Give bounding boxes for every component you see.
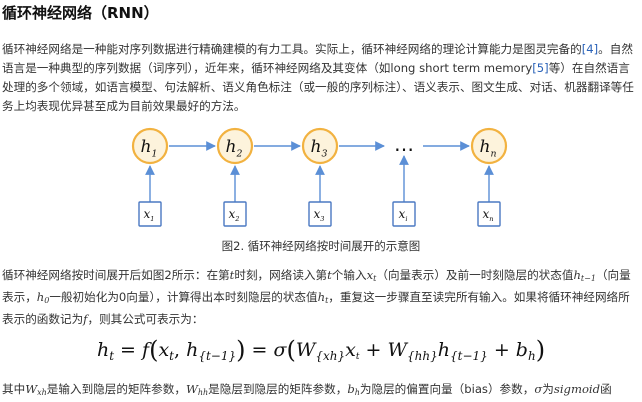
- input-box: [223, 201, 247, 227]
- ellipsis: …: [394, 132, 414, 156]
- sigmoid-var: sigmoid: [553, 382, 601, 396]
- hidden-state-label: h3: [311, 137, 328, 159]
- figure-caption: 图2. 循环神经网络按时间展开的示意图: [221, 239, 421, 253]
- input-label: x1: [144, 207, 155, 223]
- intro-text-b: 。自然语言是一种典型的序列数据（词序列），近年来，循环神经网络及其变体（如lon…: [2, 42, 633, 75]
- input-box: [138, 201, 162, 227]
- hidden-state-node: [131, 127, 169, 165]
- ht-prev-var: ht−1: [573, 268, 596, 283]
- p3-text-f: 函: [600, 382, 612, 396]
- intro-paragraph: 循环神经网络是一种能对序列数据进行精确建模的有力工具。实际上，循环神经网络的理论…: [2, 40, 638, 116]
- h0-var: h0: [36, 290, 50, 305]
- wxh-var: Wxh: [25, 382, 47, 397]
- diagram-nodes: h1 h2 h3 hn … x1 x2 x3 xi xn: [131, 127, 508, 227]
- p3-text-d: 为隐层的偏置向量（bias）参数，: [359, 382, 535, 396]
- input-box: [392, 201, 416, 227]
- input-box: [477, 201, 501, 227]
- bh-var: bh: [347, 382, 360, 397]
- p2-text-f: 一般初始化为0向量），计算得出本时刻隐层的状态值: [49, 290, 318, 304]
- input-label: x3: [314, 207, 325, 223]
- input-arrows: [145, 155, 494, 202]
- sigma-var: σ: [534, 382, 543, 396]
- input-label: xi: [399, 207, 408, 223]
- reference-link-5[interactable]: [5]: [532, 61, 549, 75]
- ht-var: ht: [317, 290, 329, 305]
- intro-text-a: 循环神经网络是一种能对序列数据进行精确建模的有力工具。实际上，循环神经网络的理论…: [2, 42, 582, 56]
- input-label: xn: [482, 207, 493, 223]
- input-box: [308, 201, 332, 227]
- p2-text-a: 循环神经网络按时间展开后如图2所示：在第: [2, 268, 230, 282]
- xt-var: xt: [366, 268, 377, 283]
- p2-text-g: ，重复这一步骤直至读完所有输入。如果将循环神经网络所表示的函数记为: [2, 290, 630, 326]
- p2-text-e: （向量表示，: [2, 268, 631, 304]
- p2-text-c: 个输入: [331, 268, 367, 282]
- p3-text-b: 是输入到隐层的矩阵参数，: [46, 382, 186, 396]
- t-var: t: [229, 268, 235, 282]
- hidden-state-label: hn: [480, 137, 497, 159]
- p2-text-h: ，则其公式可表示为：: [87, 312, 204, 326]
- whh-var: Whh: [185, 382, 209, 397]
- intro-text-c: 等）在自然语言处理的多个领域，如语言模型、句法解析、语义角色标注（或一般的序列标…: [2, 61, 634, 113]
- hidden-state-node: [216, 127, 254, 165]
- t-var: t: [327, 268, 332, 282]
- page-title: 循环神经网络（RNN）: [2, 4, 159, 22]
- hidden-state-node: [470, 127, 508, 165]
- p2-text-d: （向量表示）及前一时刻隐层的状态值: [376, 268, 574, 282]
- input-label: x2: [229, 207, 240, 223]
- rnn-unrolled-diagram: h1 h2 h3 hn … x1 x2 x3 xi xn: [131, 127, 508, 227]
- p3-text-a: 其中: [2, 382, 26, 396]
- p2-text-b: 时刻，网络读入第: [234, 268, 328, 282]
- hidden-state-label: h1: [141, 137, 158, 159]
- hidden-state-node: [301, 127, 339, 165]
- p3-text-c: 是隐层到隐层的矩阵参数，: [208, 382, 348, 396]
- params-paragraph: 其中Wxh是输入到隐层的矩阵参数，Whh是隐层到隐层的矩阵参数，bh为隐层的偏置…: [2, 380, 638, 402]
- unroll-paragraph: 循环神经网络按时间展开后如图2所示：在第t时刻，网络读入第t个输入xt（向量表示…: [2, 266, 638, 329]
- reference-link-4[interactable]: [4]: [581, 42, 599, 56]
- f-var: f: [83, 312, 88, 326]
- rnn-formula: ht = f(xt, h{t−1}) = σ(W{xh}xt + W{hh}h{…: [96, 336, 546, 364]
- p3-text-e: 为: [542, 382, 554, 396]
- hidden-state-label: h2: [226, 137, 243, 159]
